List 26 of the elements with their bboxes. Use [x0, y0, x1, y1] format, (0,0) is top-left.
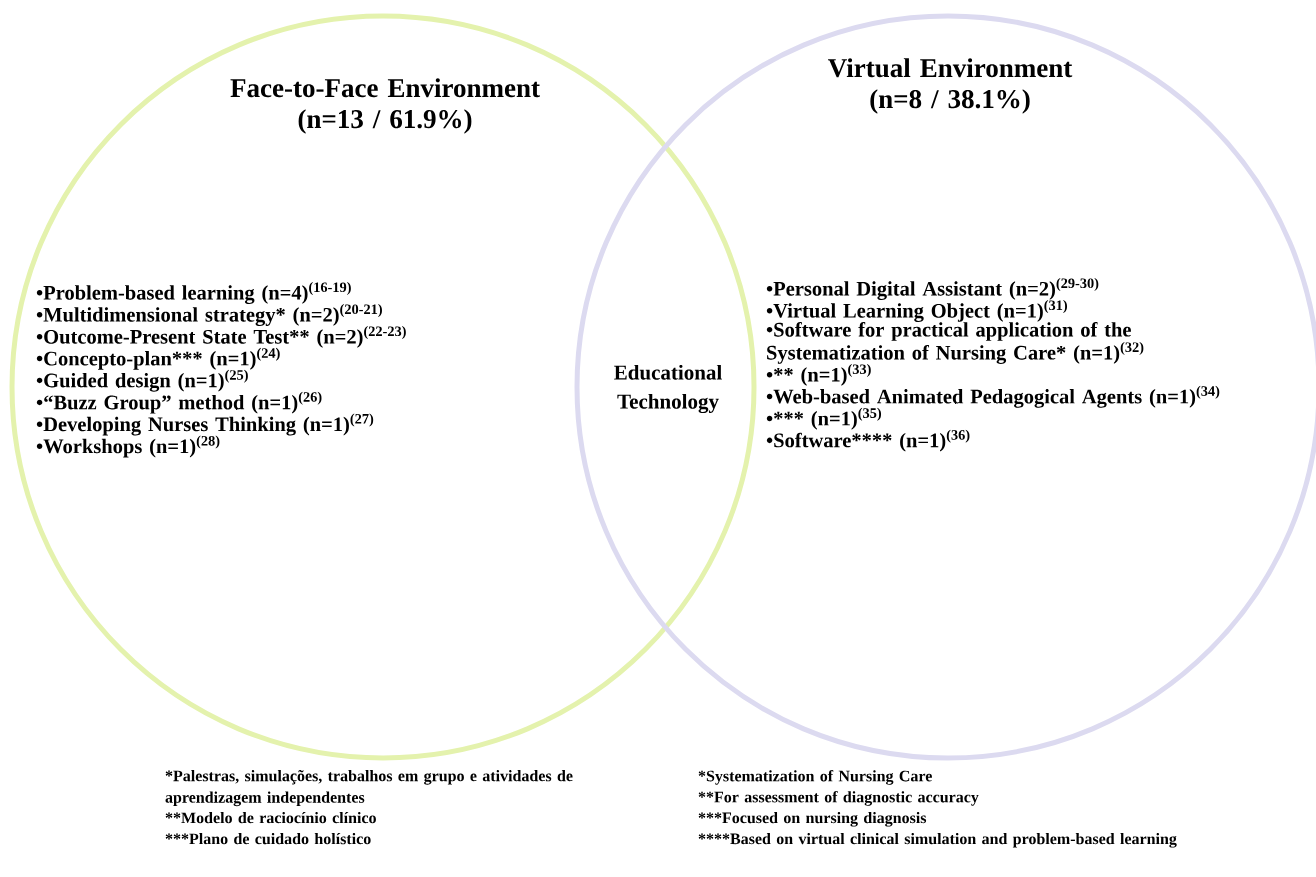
circle-heading: Face-to-Face Environment (n=13 / 61.9%) [230, 78, 540, 134]
list-item: •Workshops (n=1)$^{(28)}$ [36, 435, 220, 458]
overlap-label: Educational Technology [614, 364, 722, 414]
list-item: •Software for practical application of the Systematization of Nursing Care* (n=1)$^{(32)}$ [766, 322, 1144, 364]
footnote: **Modelo de raciocínio clínico [165, 812, 376, 824]
list-item: •Guided design (n=1)$^{(25)}$ [36, 369, 248, 392]
list-item: •Outcome-Present State Test** (n=2)$^{(22-23)}$ [36, 326, 406, 348]
list-item: •Concepto-plan*** (n=1)$^{(24)}$ [36, 347, 280, 370]
footnote: ***Focused on nursing diagnosis [698, 812, 927, 827]
list-item: •Multidimensional strategy* (n=2)$^{(20-21)}$ [36, 304, 382, 326]
list-item: •Virtual Learning Object (n=1)$^{(31)}$ [766, 300, 1067, 322]
footnote: ****Based on virtual clinical simulation and problem-based learning [698, 833, 1177, 848]
footnote: *Palestras, simulações, trabalhos em grupo e atividades de aprendizagem independentes [165, 770, 573, 807]
venn-circle [9, 13, 757, 761]
footnote: ***Plano de cuidado holístico [165, 833, 371, 845]
footnote: **For assessment of diagnostic accuracy [698, 791, 979, 806]
list-item: •Developing Nurses Thinking (n=1)$^{(27)}$ [36, 413, 374, 436]
list-item: •Personal Digital Assistant (n=2)$^{(29-30)}$ [766, 278, 1099, 300]
circle-heading: Virtual Environment (n=8 / 38.1%) [828, 58, 1073, 114]
list-item: •Software**** (n=1)$^{(36)}$ [766, 429, 970, 452]
list-item: •Web-based Animated Pedagogical Agents (n=1)$^{(34)}$ [766, 385, 1220, 408]
footnote: *Systematization of Nursing Care [698, 770, 932, 785]
list-item: •Problem-based learning (n=4)$^{(16-19)}$ [36, 282, 351, 304]
list-item: •“Buzz Group” method (n=1)$^{(26)}$ [36, 391, 322, 414]
list-item: •*** (n=1)$^{(35)}$ [766, 407, 881, 430]
list-item: •** (n=1)$^{(33)}$ [766, 363, 871, 386]
